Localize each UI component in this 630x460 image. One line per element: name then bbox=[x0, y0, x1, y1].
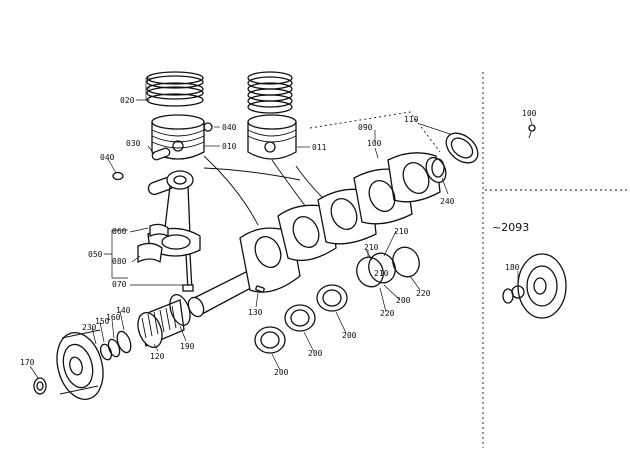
label-piston-a: 010 bbox=[222, 142, 237, 151]
label-thrust-210-c: 210 bbox=[374, 269, 389, 278]
callout-labels: 020 040 010 011 030 040 060 050 080 070 … bbox=[20, 96, 537, 377]
label-main-200-d: 200 bbox=[274, 368, 289, 377]
label-washer-150: 150 bbox=[95, 317, 110, 326]
label-rod-bolt: 060 bbox=[112, 227, 127, 236]
crankshaft bbox=[187, 152, 447, 318]
label-inset-ref: ~2093 bbox=[492, 221, 529, 234]
front-pulley bbox=[33, 329, 104, 400]
label-collar-160: 160 bbox=[106, 313, 121, 322]
label-seal-240: 240 bbox=[440, 197, 455, 206]
crank-key bbox=[255, 285, 265, 293]
label-gear-120: 120 bbox=[150, 352, 165, 361]
label-090: 090 bbox=[358, 123, 373, 132]
label-thrust-210-a: 210 bbox=[394, 227, 409, 236]
label-piston-pin: 030 bbox=[126, 139, 141, 148]
label-collar-140: 140 bbox=[116, 306, 131, 315]
piston-a bbox=[146, 71, 205, 160]
rear-seal bbox=[431, 132, 479, 178]
label-key-130: 130 bbox=[248, 308, 263, 317]
front-washers bbox=[99, 330, 132, 361]
label-rod-bearing: 080 bbox=[112, 257, 127, 266]
connecting-rod bbox=[137, 170, 201, 292]
label-thrust-220-b: 220 bbox=[380, 309, 395, 318]
label-pulley-170: 170 bbox=[20, 358, 35, 367]
label-rod-nut: 070 bbox=[112, 280, 127, 289]
inset-pin bbox=[528, 124, 536, 139]
label-main-200-b: 200 bbox=[342, 331, 357, 340]
label-oring-230: 230 bbox=[82, 323, 97, 332]
label-inset-180: 180 bbox=[505, 263, 520, 272]
leader-lines bbox=[29, 77, 533, 379]
label-thrust-210-b: 210 bbox=[364, 243, 379, 252]
label-piston-rings: 020 bbox=[120, 96, 135, 105]
label-piston-b: 011 bbox=[312, 143, 327, 152]
label-spacer-190: 190 bbox=[180, 342, 195, 351]
piston-b bbox=[247, 71, 297, 160]
thrust-washers bbox=[356, 246, 420, 288]
main-bearings bbox=[254, 284, 348, 354]
label-thrust-220-a: 220 bbox=[416, 289, 431, 298]
label-inset-100: 100 bbox=[522, 109, 537, 118]
label-rod-assembly: 050 bbox=[88, 250, 103, 259]
label-main-200-c: 200 bbox=[308, 349, 323, 358]
label-main-200-a: 200 bbox=[396, 296, 411, 305]
crank-gear bbox=[137, 294, 191, 348]
label-100: 100 bbox=[367, 139, 382, 148]
label-front-seal: 110 bbox=[404, 115, 419, 124]
label-piston-clip: 040 bbox=[222, 123, 237, 132]
label-piston-pin-clip: 040 bbox=[100, 153, 115, 162]
inset-divider bbox=[482, 72, 630, 448]
